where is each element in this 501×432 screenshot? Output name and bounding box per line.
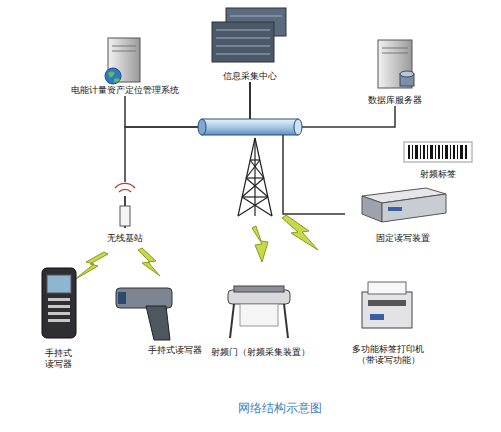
rf-gate-leg	[284, 304, 288, 338]
rf-tag-icon	[404, 142, 472, 162]
reader-handle	[146, 306, 170, 340]
device-label: 手持式读写器	[148, 345, 202, 356]
device-label: 多功能标签打印机 （带读写功能）	[345, 344, 431, 366]
barcode-bar	[423, 145, 425, 159]
reader-keys	[48, 305, 70, 308]
network-bus	[202, 119, 298, 135]
bus-end	[294, 119, 302, 135]
device-label: 电能计量资产定位管理系统	[71, 85, 179, 96]
barcode-bars	[408, 145, 467, 159]
tower-brace	[246, 160, 260, 178]
barcode-bar	[453, 145, 455, 159]
tower-brace	[242, 197, 272, 216]
signal-arcs	[115, 183, 135, 192]
reader-keys	[48, 312, 70, 315]
device-node: 电能计量资产定位管理系统	[60, 32, 190, 96]
rack-slot	[216, 46, 270, 47]
device-label: 固定读写装置	[376, 233, 430, 244]
device-node: 信息采集中心	[200, 6, 300, 82]
fixed-reader-side	[362, 196, 382, 222]
device-node: 无线基站	[95, 182, 155, 244]
device-node: 射频标签	[395, 140, 480, 180]
barcode-bar	[445, 145, 448, 159]
base-station-icon	[120, 206, 130, 226]
device-node: 多功能标签打印机 （带读写功能）	[328, 276, 448, 366]
server-icon	[108, 38, 140, 82]
barcode-bar	[457, 145, 458, 159]
fixed-reader-front	[382, 194, 446, 222]
tower-brace	[250, 160, 264, 178]
barcode-bar	[408, 145, 410, 159]
handheld-reader-icon	[42, 268, 76, 338]
tower-brace	[242, 178, 264, 197]
rack-slot	[230, 16, 282, 17]
bus-end	[198, 119, 206, 135]
rf-gate-leg	[230, 304, 234, 338]
tower-brace	[250, 159, 260, 160]
rf-gate-roll	[234, 286, 284, 292]
device-node: 数据库服务器	[350, 36, 440, 106]
barcode-bar	[442, 145, 443, 159]
figure-caption: 网络结构示意图	[180, 400, 380, 417]
globe-land	[108, 72, 120, 83]
device-label: 手持式 读写器	[41, 348, 75, 370]
barcode-bar	[435, 145, 436, 159]
label-printer-icon	[362, 292, 412, 328]
server-slot	[382, 53, 408, 54]
rack-server	[212, 22, 274, 62]
tower-brace	[246, 178, 268, 197]
device-label: 射频门（射频采集装置）	[211, 347, 310, 358]
tower-brace	[246, 177, 264, 178]
rack-slot	[216, 30, 270, 31]
wireless-bolt	[74, 252, 108, 280]
reader-lens	[118, 292, 126, 304]
database-cylinder-top	[400, 71, 414, 77]
barcode-bar	[415, 145, 418, 159]
rf-gate-sheet	[240, 304, 278, 326]
server-slot	[112, 46, 136, 47]
reader-keys	[48, 298, 70, 301]
wireless-bolt	[138, 248, 160, 276]
device-node: 射频门（射频采集装置）	[195, 282, 325, 358]
wireless-bolt	[282, 215, 318, 250]
handheld-gun-reader-icon	[116, 288, 172, 308]
rack-slot	[216, 54, 270, 55]
device-label: 信息采集中心	[223, 71, 277, 82]
device-node: 手持式 读写器	[28, 264, 88, 370]
barcode-bar	[412, 145, 413, 159]
reader-light	[388, 207, 402, 211]
barcode-bar	[430, 145, 433, 159]
server-slot	[112, 51, 136, 52]
tower-brace	[238, 197, 268, 216]
device-node: 手持式读写器	[112, 280, 238, 356]
printer-panel	[370, 314, 384, 320]
device-label: 射频标签	[420, 169, 456, 180]
device-label: 数据库服务器	[368, 95, 422, 106]
barcode-bar	[420, 145, 421, 159]
tower-brace	[242, 196, 268, 197]
device-label: 无线基站	[107, 233, 143, 244]
printer-slot	[368, 300, 406, 306]
radio-tower	[238, 138, 272, 216]
barcode-bar	[427, 145, 428, 159]
device-node: 固定读写装置	[345, 184, 460, 244]
wireless-bolt	[252, 226, 268, 262]
barcode-bar	[465, 145, 467, 159]
printer-paper	[368, 282, 406, 294]
reader-screen	[47, 275, 71, 293]
barcode-bar	[438, 145, 440, 159]
rack-slot	[216, 38, 270, 39]
globe-icon	[105, 68, 121, 84]
server-slot	[382, 48, 408, 49]
barcode-bar	[450, 145, 451, 159]
barcode-bar	[460, 145, 463, 159]
reader-keys	[48, 319, 70, 322]
